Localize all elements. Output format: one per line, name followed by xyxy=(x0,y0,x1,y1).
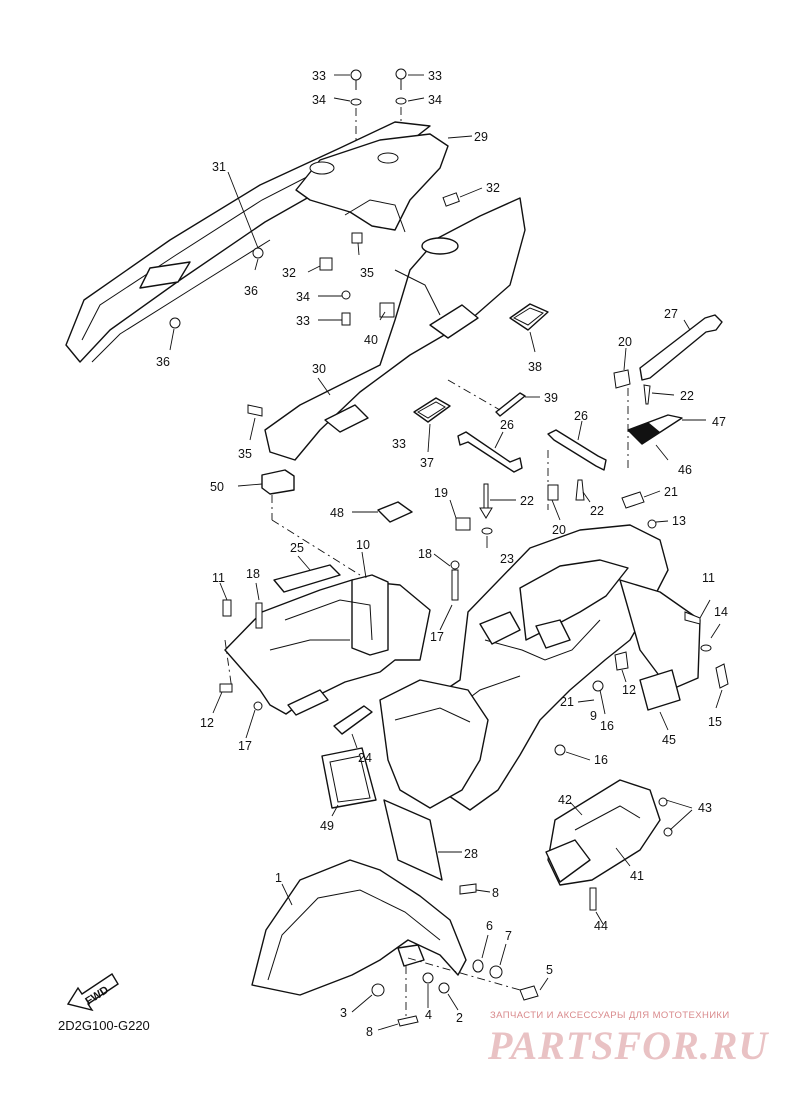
callout-36: 36 xyxy=(244,284,258,298)
tail-light-41 xyxy=(545,779,693,925)
callout-11: 11 xyxy=(212,571,225,585)
callout-26: 26 xyxy=(574,409,588,423)
callout-22: 22 xyxy=(590,504,604,518)
callout-39: 39 xyxy=(544,391,558,405)
callout-34: 34 xyxy=(312,93,326,107)
callout-4: 4 xyxy=(425,1008,432,1022)
small-parts-50-48-39 xyxy=(237,379,540,576)
callout-34: 34 xyxy=(428,93,442,107)
callout-16: 16 xyxy=(600,719,614,733)
callout-28: 28 xyxy=(464,847,478,861)
callout-5: 5 xyxy=(546,963,553,977)
callout-10: 10 xyxy=(356,538,370,552)
callout-37: 37 xyxy=(420,456,434,470)
callout-14: 14 xyxy=(714,605,728,619)
callout-49: 49 xyxy=(320,819,334,833)
callout-34: 34 xyxy=(296,290,310,304)
strap-27-group xyxy=(547,314,723,510)
callout-33: 33 xyxy=(312,69,326,83)
callout-9: 9 xyxy=(590,709,597,723)
callout-48: 48 xyxy=(330,506,344,520)
callout-17: 17 xyxy=(238,739,252,753)
callout-21: 21 xyxy=(560,695,574,709)
callout-15: 15 xyxy=(708,715,722,729)
callout-26: 26 xyxy=(500,418,514,432)
callout-35: 35 xyxy=(238,447,252,461)
fwd-arrow-icon: FWD xyxy=(66,973,119,1012)
callout-18: 18 xyxy=(418,547,432,561)
callout-46: 46 xyxy=(678,463,692,477)
callout-41: 41 xyxy=(630,869,644,883)
watermark-brand: PARTSFOR.RU xyxy=(488,1023,769,1068)
callout-19: 19 xyxy=(434,486,448,500)
callout-3: 3 xyxy=(340,1006,347,1020)
callout-12: 12 xyxy=(622,683,636,697)
callout-32: 32 xyxy=(486,181,500,195)
front-fender-1 xyxy=(251,859,549,1031)
callout-38: 38 xyxy=(528,360,542,374)
callout-2: 2 xyxy=(456,1011,463,1025)
callout-47: 47 xyxy=(712,415,726,429)
callout-43: 43 xyxy=(698,801,712,815)
callout-40: 40 xyxy=(364,333,378,347)
callout-12: 12 xyxy=(200,716,214,730)
callout-20: 20 xyxy=(552,523,566,537)
battery-box-10 xyxy=(212,551,431,739)
pad-38-37 xyxy=(413,303,549,453)
callout-22: 22 xyxy=(680,389,694,403)
callout-8: 8 xyxy=(492,886,499,900)
callout-24: 24 xyxy=(358,751,372,765)
callout-7: 7 xyxy=(505,929,512,943)
callout-32: 32 xyxy=(282,266,296,280)
tail-cowl-30 xyxy=(247,197,526,461)
top-screws xyxy=(333,68,425,160)
callout-33: 33 xyxy=(428,69,442,83)
seat-frame-29 xyxy=(295,133,496,273)
callout-labels: 33 34 33 34 29 31 32 32 36 35 34 33 40 3… xyxy=(156,69,728,1039)
callout-45: 45 xyxy=(662,733,676,747)
callout-11: 11 xyxy=(702,571,715,585)
callout-35: 35 xyxy=(360,266,374,280)
callout-13: 13 xyxy=(672,514,686,528)
callout-27: 27 xyxy=(664,307,678,321)
callout-33: 33 xyxy=(296,314,310,328)
callout-18: 18 xyxy=(246,567,260,581)
callout-33: 33 xyxy=(392,437,406,451)
callout-6: 6 xyxy=(486,919,493,933)
fasteners-mid xyxy=(449,479,669,548)
straps-26 xyxy=(457,420,607,473)
diagram-code: 2D2G100-G220 xyxy=(58,1018,150,1033)
callout-21: 21 xyxy=(664,485,678,499)
callout-42: 42 xyxy=(558,793,572,807)
inner-fender-24-28-49 xyxy=(321,679,489,881)
callout-25: 25 xyxy=(290,541,304,555)
callout-29: 29 xyxy=(474,130,488,144)
callout-16: 16 xyxy=(594,753,608,767)
callout-30: 30 xyxy=(312,362,326,376)
callout-22: 22 xyxy=(520,494,534,508)
callout-1: 1 xyxy=(275,871,282,885)
callout-31: 31 xyxy=(212,160,226,174)
callout-44: 44 xyxy=(594,919,608,933)
callout-36: 36 xyxy=(156,355,170,369)
callout-50: 50 xyxy=(210,480,224,494)
callout-8: 8 xyxy=(366,1025,373,1039)
watermark-caption: ЗАПЧАСТИ И АКСЕССУАРЫ ДЛЯ МОТОТЕХНИКИ xyxy=(490,1010,730,1021)
callout-23: 23 xyxy=(500,552,514,566)
callout-17: 17 xyxy=(430,630,444,644)
callout-20: 20 xyxy=(618,335,632,349)
